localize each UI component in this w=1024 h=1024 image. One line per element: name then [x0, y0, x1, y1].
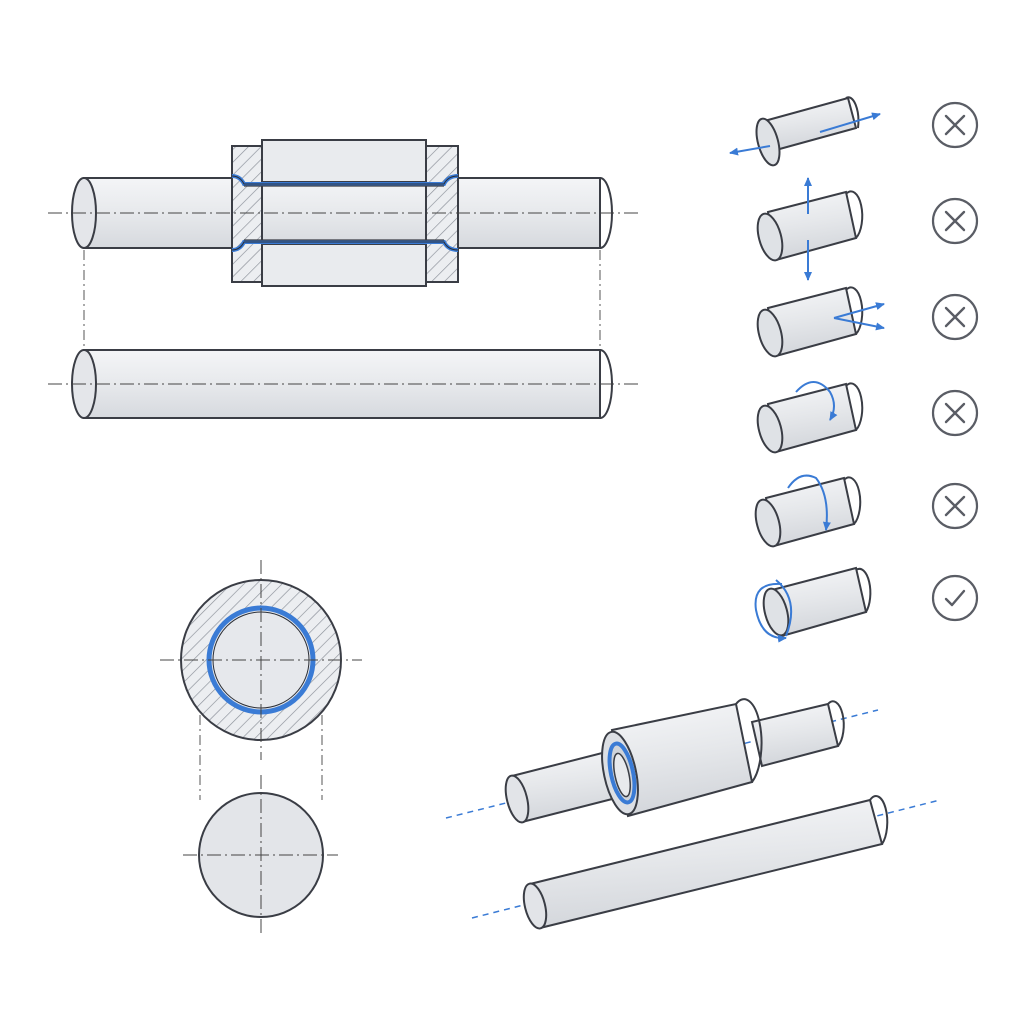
cylinder-icon [756, 190, 864, 262]
isometric-shaft [471, 795, 941, 930]
cylinder-icon [754, 476, 862, 548]
cross-circle-icon [931, 482, 979, 530]
projection-lines-bottom [199, 715, 323, 800]
status-column [931, 101, 979, 622]
cylinder-icon [762, 566, 872, 638]
rotate-arrow-icon [787, 474, 831, 531]
check-circle-icon [931, 574, 979, 622]
cylinder-icon [756, 382, 864, 454]
dof-row-3 [756, 286, 885, 358]
shaft-cross-section [183, 775, 338, 935]
cross-circle-icon [931, 293, 979, 341]
projection-lines-top [83, 250, 601, 350]
rotate-arrow-icon [795, 381, 838, 421]
arrow-diagonal-up-icon [833, 302, 885, 319]
shaft-side-view [48, 349, 640, 419]
assembly-side-view [48, 139, 640, 287]
degrees-of-freedom-list [729, 96, 979, 643]
axial-rotate-arrow-icon [754, 582, 787, 643]
housing-cross-section [160, 560, 362, 760]
isometric-assembly [445, 698, 879, 824]
bearing-housing-section [231, 139, 459, 287]
cylinder-icon [755, 96, 860, 167]
cylinder-icon [756, 286, 864, 358]
dof-row-2 [756, 177, 864, 281]
cross-circle-icon [931, 389, 979, 437]
arrow-diagonal-down-icon [833, 317, 885, 331]
dof-row-5 [754, 474, 862, 548]
dof-row-1 [729, 96, 881, 167]
cross-circle-icon [931, 197, 979, 245]
dof-row-6 [754, 566, 872, 643]
arrow-right-icon [819, 112, 881, 133]
arrow-left-icon [729, 145, 771, 156]
cross-circle-icon [931, 101, 979, 149]
dof-row-4 [756, 381, 864, 454]
